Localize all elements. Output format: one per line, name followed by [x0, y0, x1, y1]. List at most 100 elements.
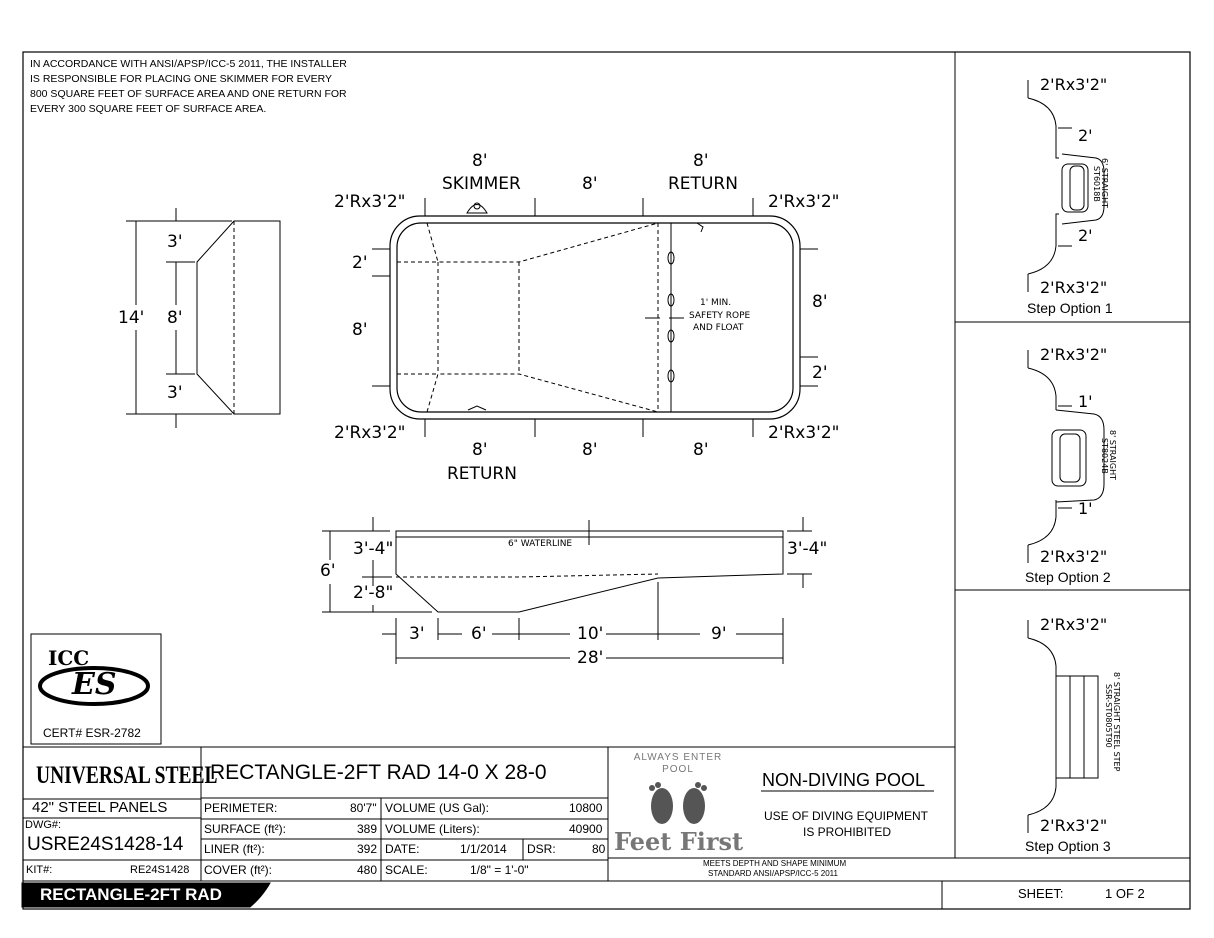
step1-label-1: 6' STRAIGHT — [1100, 158, 1109, 208]
drawing-title: RECTANGLE-2FT RAD 14-0 X 28-0 — [210, 761, 547, 784]
return-label-top: RETURN — [668, 174, 738, 194]
step1-bottom-dim: 2'Rx3'2" — [1040, 278, 1108, 297]
non-diving-pool: NON-DIVING POOL — [762, 770, 926, 790]
standard-line-2: STANDARD ANSI/APSP/ICC-5 2011 — [708, 869, 838, 878]
plan-dim-bottom-right: 8' — [693, 440, 709, 460]
step2-top-dim: 2'Rx3'2" — [1040, 345, 1108, 364]
plan-dim-right-lower: 2' — [812, 363, 828, 383]
surface-label: SURFACE (ft²): — [204, 822, 287, 836]
badge-label: RECTANGLE-2FT RAD — [40, 885, 222, 904]
end-view-dim-top: 3' — [167, 232, 183, 252]
plan-view — [372, 198, 818, 437]
perimeter-value: 80'7" — [350, 801, 377, 815]
plan-dim-right-upper: 8' — [812, 292, 828, 312]
plan-dim-top-left: 8' — [472, 151, 488, 171]
step-option-3-drawing — [1027, 620, 1099, 833]
step3-label-1: 8' STRAIGHT STEEL STEP — [1112, 672, 1121, 772]
dwg-label: DWG#: — [25, 819, 62, 831]
brand-universal-steel: UNIVERSAL STEEL — [36, 762, 218, 789]
waterline-label: 6" WATERLINE — [508, 539, 573, 549]
plan-dim-bottom-left: 8' — [472, 440, 488, 460]
sheet-number: 1 OF 2 — [1105, 886, 1145, 901]
return-label-bottom: RETURN — [447, 464, 517, 484]
plan-dim-top-right: 8' — [693, 151, 709, 171]
plan-dim-bottom-mid: 8' — [582, 440, 598, 460]
step3-label-2: SSR-ST0805T90 — [1104, 684, 1113, 748]
step2-label-1: 8' STRAIGHT — [1108, 430, 1117, 480]
scale-label: SCALE: — [385, 863, 428, 877]
dwg-number: USRE24S1428-14 — [27, 834, 184, 855]
cover-label: COVER (ft²): — [204, 863, 272, 877]
corner-bottom-left: 2'Rx3'2" — [334, 423, 406, 443]
end-view — [126, 208, 281, 428]
section-seg-1: 3' — [409, 624, 425, 644]
plan-dim-top-mid: 8' — [582, 174, 598, 194]
icc-logo-box — [30, 633, 162, 745]
kit-number: RE24S1428 — [130, 864, 190, 876]
section-view — [322, 517, 812, 664]
dsr-label: DSR: — [527, 842, 556, 856]
step1-top-dim: 2'Rx3'2" — [1040, 75, 1108, 94]
step2-bottom-dim: 2'Rx3'2" — [1040, 547, 1108, 566]
sheet-label: SHEET: — [1018, 886, 1064, 901]
cert-number: CERT# ESR-2782 — [43, 726, 141, 740]
section-depth-left-bottom: 2'-8" — [353, 583, 394, 603]
standard-line-1: MEETS DEPTH AND SHAPE MINIMUM — [703, 859, 847, 868]
cover-value: 480 — [357, 863, 378, 877]
section-depth-right: 3'-4" — [787, 539, 828, 559]
end-view-dim-mid: 8' — [167, 308, 183, 328]
section-seg-4: 9' — [711, 624, 727, 644]
rope-note-1: 1' MIN. — [700, 298, 732, 308]
step1-caption: Step Option 1 — [1027, 300, 1113, 316]
step3-caption: Step Option 3 — [1025, 838, 1111, 854]
step2-dim-1: 1' — [1078, 392, 1093, 411]
installer-note: IN ACCORDANCE WITH ANSI/APSP/ICC-5 2011,… — [30, 58, 347, 115]
step1-dim-2: 2' — [1078, 226, 1093, 245]
corner-bottom-right: 2'Rx3'2" — [768, 423, 840, 443]
es-brand: ES — [72, 667, 117, 702]
rope-note-2: SAFETY ROPE — [689, 311, 751, 321]
badge-shape — [21, 882, 271, 908]
end-view-dim-overall: 14' — [118, 308, 145, 328]
step-option-1-drawing — [1027, 80, 1105, 292]
section-overall: 28' — [577, 648, 604, 668]
icc-brand: ICC — [48, 646, 90, 670]
warning-line-2: IS PROHIBITED — [803, 825, 892, 839]
corner-top-right: 2'Rx3'2" — [768, 192, 840, 212]
section-seg-2: 6' — [471, 624, 487, 644]
plan-dim-left-lower: 8' — [352, 320, 368, 340]
step3-top-dim: 2'Rx3'2" — [1040, 615, 1108, 634]
volume-l-label: VOLUME (Liters): — [385, 822, 480, 836]
date-label: DATE: — [385, 842, 420, 856]
volume-gal-label: VOLUME (US Gal): — [385, 801, 490, 815]
panels-label: 42" STEEL PANELS — [32, 799, 168, 816]
volume-l-value: 40900 — [569, 822, 603, 836]
liner-label: LINER (ft²): — [204, 842, 265, 856]
section-depth-left-top: 3'-4" — [353, 539, 394, 559]
date-value: 1/1/2014 — [460, 842, 507, 856]
corner-top-left: 2'Rx3'2" — [334, 192, 406, 212]
icc-es-ring — [38, 666, 150, 706]
step-option-2-drawing — [1027, 350, 1105, 563]
perimeter-label: PERIMETER: — [204, 801, 278, 815]
step2-dim-2: 1' — [1078, 499, 1093, 518]
logo-feet-first: Feet First — [614, 827, 744, 856]
scale-value: 1/8" = 1'-0" — [470, 863, 529, 877]
plan-dim-left-upper: 2' — [352, 253, 368, 273]
warning-line-1: USE OF DIVING EQUIPMENT — [764, 809, 929, 823]
step3-bottom-dim: 2'Rx3'2" — [1040, 816, 1108, 835]
end-view-dim-bottom: 3' — [167, 383, 183, 403]
dsr-value: 80 — [592, 842, 606, 856]
step1-dim-1: 2' — [1078, 126, 1093, 145]
step2-label-2: ST8024B — [1100, 438, 1109, 474]
rope-note-3: AND FLOAT — [693, 323, 744, 333]
liner-value: 392 — [357, 842, 378, 856]
section-seg-3: 10' — [577, 624, 604, 644]
kit-label: KIT#: — [26, 864, 53, 876]
footprints-icon — [638, 780, 718, 828]
logo-arc-text: ALWAYS ENTER POOL — [633, 752, 723, 775]
skimmer-label: SKIMMER — [442, 174, 521, 194]
step2-caption: Step Option 2 — [1025, 569, 1111, 585]
